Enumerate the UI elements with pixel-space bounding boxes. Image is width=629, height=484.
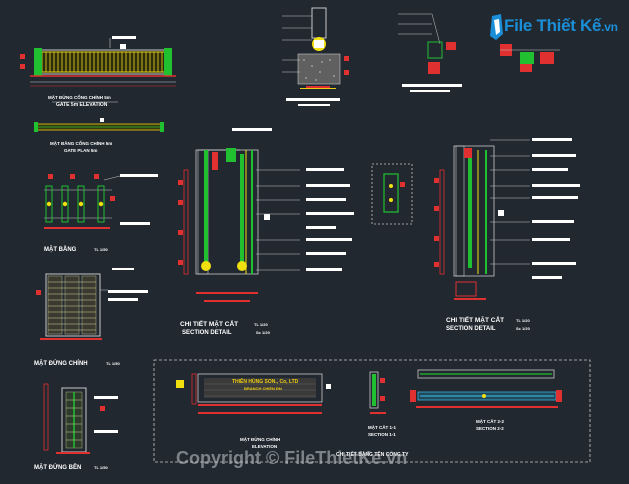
gate-plan-title: MẶT BẰNG CỔNG CHÍNH 5m xyxy=(50,139,112,146)
sign-company-sub: BRANCH CHIỂN ĐN xyxy=(244,386,282,391)
mat-dung-chinh-scale: TL 1/50 xyxy=(106,361,120,366)
gate-elevation-subtitle: GATE 5m ELEVATION xyxy=(56,102,108,108)
section-detail-right-title-en: SECTION DETAIL xyxy=(446,326,496,332)
side-elevation-drawing xyxy=(43,383,118,454)
gate-elevation-drawing xyxy=(20,36,176,87)
section-detail-right-scale-vn: TL 1/20 xyxy=(516,318,530,323)
sign-detail-frame xyxy=(153,359,591,463)
mat-bang-title: MẶT BẰNG xyxy=(44,245,77,253)
section-1-1-drawing xyxy=(369,371,386,414)
sign-elevation-subtitle: ELEVATION xyxy=(252,444,277,449)
brand-logo-text: File Thiết Kế.vn xyxy=(504,16,618,36)
section-detail-drawing xyxy=(178,128,354,302)
section-detail-title-vn: CHI TIẾT MẶT CẮT xyxy=(180,318,238,328)
brand-logo: File Thiết Kế.vn xyxy=(490,12,625,48)
mat-bang-scale: TL 1/50 xyxy=(94,247,108,252)
section-1-1-subtitle: SECTION 1-1 xyxy=(368,432,396,437)
sign-detail-title: CHI TIẾT BẢNG TÊN CỔNG TY xyxy=(336,450,409,458)
mat-dung-ben-title: MẶT ĐỨNG BÊN xyxy=(34,463,81,471)
section-2-2-drawing xyxy=(410,369,562,408)
foundation-detail-drawing xyxy=(282,7,349,106)
section-detail-right-drawing xyxy=(434,138,580,300)
brand-logo-name: File Thiết Kế xyxy=(504,16,602,35)
section-2-2-subtitle: SECTION 2-2 xyxy=(476,426,504,431)
bracket-detail-drawing xyxy=(398,13,462,92)
pencil-icon xyxy=(490,14,503,40)
sign-company-name: THIÊN HÙNG SON., Co, LTD xyxy=(232,377,299,385)
section-detail-scale-en: Sc 1/20 xyxy=(256,330,271,335)
front-elevation-drawing xyxy=(36,268,148,340)
post-plan-drawing xyxy=(44,174,158,229)
section-detail-right-title-vn: CHI TIẾT MẶT CẮT xyxy=(446,314,504,324)
brand-logo-tld: .vn xyxy=(601,20,618,34)
mat-dung-ben-scale: TL 1/50 xyxy=(94,465,108,470)
section-detail-title-en: SECTION DETAIL xyxy=(182,330,232,336)
section-1-1-title: MẶT CẮT 1-1 xyxy=(368,423,396,430)
bracket-detail-small xyxy=(500,44,560,72)
gate-elevation-title: MẶT ĐỨNG CỔNG CHÍNH 5m xyxy=(48,93,111,100)
detail-callout-box xyxy=(371,163,413,225)
sign-elevation-drawing xyxy=(176,373,331,414)
section-detail-right-scale-en: Sc 1/20 xyxy=(516,326,531,331)
gate-plan-subtitle: GATE PLAN 5m xyxy=(64,148,97,153)
sign-elevation-title: MẶT ĐỨNG CHÍNH xyxy=(240,435,280,442)
section-2-2-title: MẶT CẮT 2-2 xyxy=(476,417,504,424)
copyright-watermark: Copyright © FileThietKe.vn xyxy=(176,448,408,468)
gate-plan-drawing xyxy=(34,118,164,132)
mat-dung-chinh-title: MẶT ĐỨNG CHÍNH xyxy=(34,359,88,367)
section-detail-scale-vn: TL 1/20 xyxy=(254,322,268,327)
